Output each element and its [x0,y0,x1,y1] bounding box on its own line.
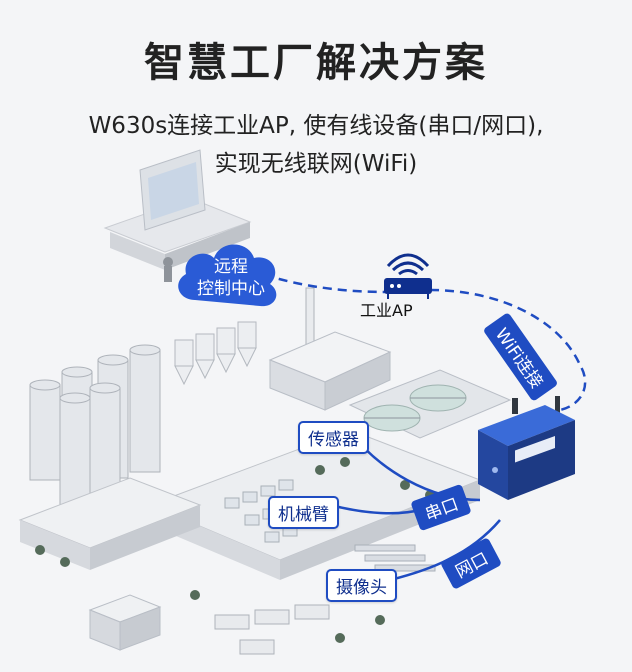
small-building [88,594,162,651]
sensor-tag: 传感器 [298,421,369,454]
cloud-icon [178,244,277,307]
factory-illustration [18,149,512,655]
robot-arm-tag: 机械臂 [268,496,339,529]
wifi-router-icon [384,253,432,299]
subtitle-line-1: W630s连接工业AP, 使有线设备(串口/网口), [88,113,544,139]
cloud-label-line2: 控制中心 [197,279,265,299]
processing-tanks [174,321,257,386]
gateway-device-icon [478,396,575,500]
network-link-ap-gateway [429,288,587,412]
left-factory-hall [18,477,202,570]
page-title: 智慧工厂解决方案 [144,40,488,86]
main-building [268,331,392,411]
cloud-label-line1: 远程 [214,257,248,277]
ap-label: 工业AP [360,301,413,320]
subtitle-line-2: 实现无线联网(WiFi) [214,151,418,177]
chimney [305,287,315,349]
cloud-label: 远程 控制中心 [186,256,276,300]
water-treatment [348,369,512,439]
trucks [214,604,330,655]
camera-tag: 摄像头 [326,569,397,602]
control-center-illustration [103,149,252,282]
